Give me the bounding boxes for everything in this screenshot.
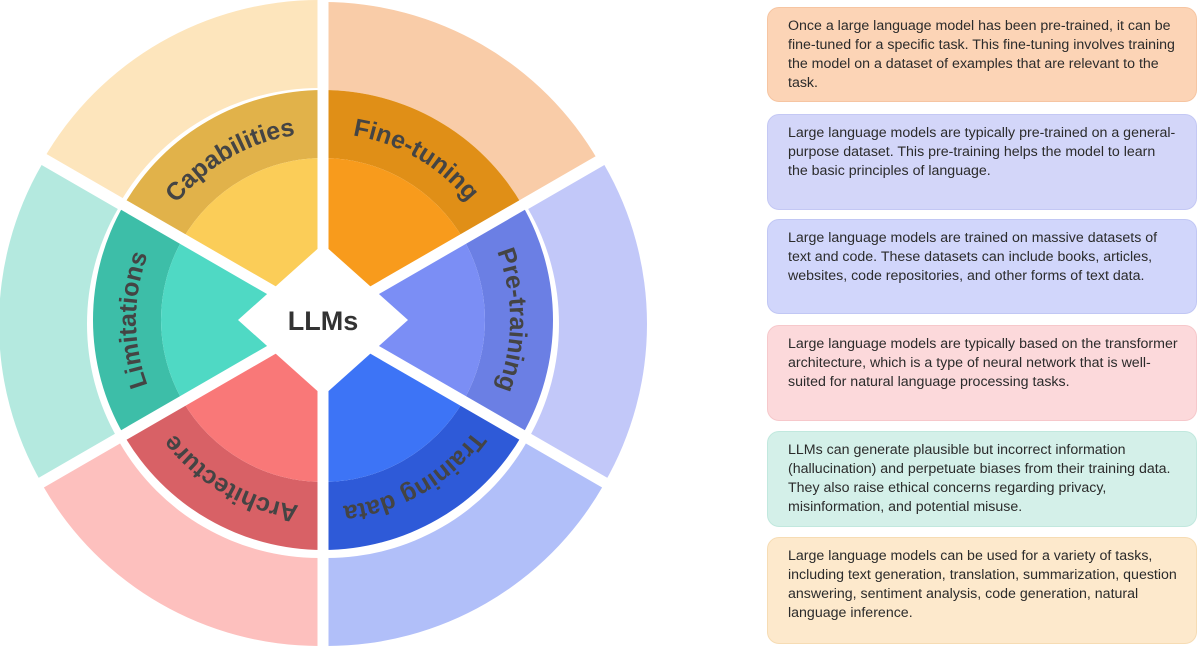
description-card: Large language models are typically base… bbox=[767, 325, 1197, 421]
description-card-text: Large language models are typically pre-… bbox=[788, 125, 1176, 179]
middle-ring-fine-tuning bbox=[323, 90, 523, 239]
description-card-text: Large language models can be used for a … bbox=[788, 548, 1177, 621]
outer-ring-capabilities bbox=[43, 0, 320, 203]
description-card: Large language models can be used for a … bbox=[767, 537, 1197, 644]
description-card-text: Large language models are typically base… bbox=[788, 336, 1178, 390]
description-card-text: Large language models are trained on mas… bbox=[788, 230, 1158, 284]
middle-ring-training-data bbox=[323, 401, 523, 550]
description-card: LLMs can generate plausible but incorrec… bbox=[767, 431, 1197, 527]
outer-ring-fine-tuning bbox=[323, 2, 599, 205]
outer-ring-pre-training bbox=[528, 165, 647, 483]
middle-ring-pre-training bbox=[463, 205, 553, 435]
description-card-text: Once a large language model has been pre… bbox=[788, 18, 1175, 91]
description-card: Large language models are typically pre-… bbox=[767, 114, 1197, 210]
center-diamond bbox=[238, 244, 408, 396]
outer-ring-training-data bbox=[327, 443, 603, 646]
outer-ring-limitations bbox=[0, 165, 118, 483]
description-card-text: LLMs can generate plausible but incorrec… bbox=[788, 442, 1171, 515]
description-card: Once a large language model has been pre… bbox=[767, 7, 1197, 102]
middle-ring-capabilities bbox=[123, 90, 324, 239]
center-label: LLMs bbox=[288, 306, 359, 336]
outer-ring-architecture bbox=[43, 443, 320, 646]
description-card: Large language models are trained on mas… bbox=[767, 219, 1197, 314]
middle-ring-limitations bbox=[92, 205, 183, 435]
middle-ring-architecture bbox=[123, 401, 324, 550]
